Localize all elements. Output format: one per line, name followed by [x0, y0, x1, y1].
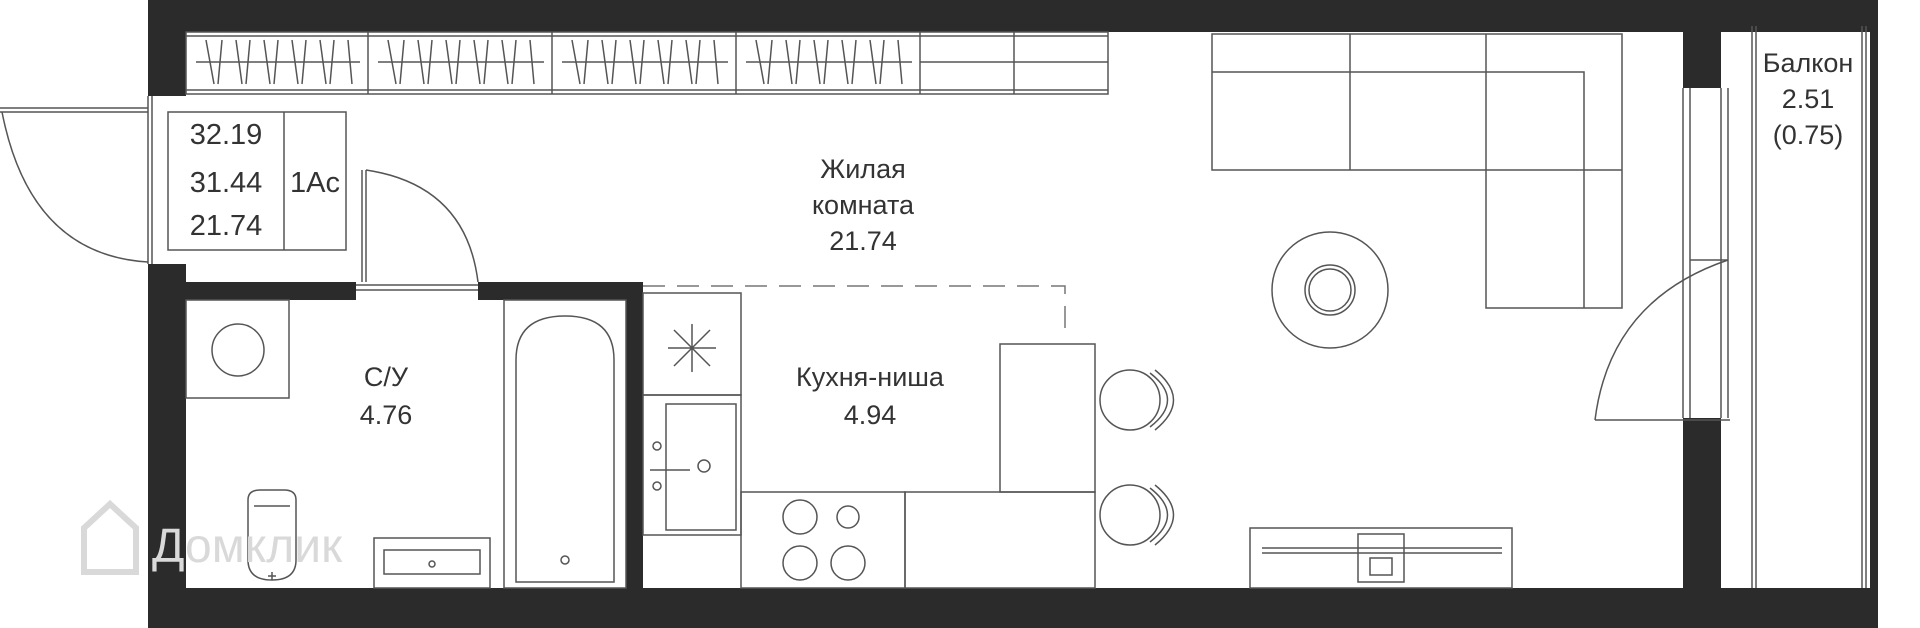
kitchen-sink — [642, 394, 742, 536]
hanger-rail-4 — [746, 39, 912, 85]
bathroom-door — [356, 169, 479, 291]
bathroom-name: С/У — [364, 362, 409, 392]
bar-counter — [999, 343, 1096, 493]
hanger-rail-3 — [562, 39, 728, 85]
house-logo-icon — [81, 499, 139, 575]
wardrobe — [185, 31, 1109, 95]
washing-machine — [185, 299, 290, 399]
stove-burner — [782, 545, 818, 581]
watermark: Домклик — [81, 499, 343, 575]
wall-bath-top-right — [478, 282, 643, 300]
bathroom-sink — [373, 537, 491, 589]
living-area: 21.74 — [190, 210, 263, 242]
wall-right-lower — [1683, 418, 1721, 628]
bathroom-area: 4.76 — [360, 400, 413, 430]
wall-left-lower — [148, 264, 186, 628]
wall-balcony-top — [1721, 0, 1876, 26]
coffee-table — [1271, 231, 1389, 349]
kitchen-zone-outline — [643, 285, 1066, 340]
wall-top — [148, 0, 1876, 32]
wall-balcony-right — [1870, 0, 1878, 628]
living-room-name: Жилая — [820, 154, 905, 184]
wall-bath-top-left — [186, 282, 356, 300]
room-labels: Жилая комната 21.74 С/У 4.76 Кухня-ниша … — [360, 48, 1854, 430]
balcony-door — [1594, 26, 1867, 588]
dining-chairs — [1099, 369, 1175, 546]
area-summary-box: 32.19 31.44 21.74 1Ас — [167, 111, 347, 251]
balcony-name: Балкон — [1763, 48, 1854, 78]
kitchen-name: Кухня-ниша — [796, 362, 945, 392]
stove-burner — [836, 505, 860, 529]
hanger-rail-2 — [378, 39, 544, 85]
balcony-area: 2.51 — [1782, 84, 1835, 114]
walls — [148, 0, 1878, 628]
watermark-text: Домклик — [152, 520, 343, 573]
living-room-area: 21.74 — [829, 226, 897, 256]
wall-bottom — [148, 588, 1876, 628]
living-room-name: комната — [812, 190, 915, 220]
toilet — [247, 489, 297, 581]
total-area: 32.19 — [190, 119, 263, 151]
kitchen-counters — [642, 292, 1096, 589]
wall-right-upper — [1683, 0, 1721, 88]
hanger-rail-1 — [196, 39, 360, 85]
stove-burner — [830, 545, 866, 581]
wall-bath-right — [626, 282, 643, 588]
kitchen-area: 4.94 — [844, 400, 897, 430]
stove-burner — [782, 499, 818, 535]
wall-left-upper — [148, 0, 186, 96]
entrance-door — [0, 96, 153, 264]
bathtub — [503, 299, 627, 589]
balcony-area-coef: (0.75) — [1773, 120, 1844, 150]
tv-cabinet — [1249, 527, 1513, 589]
bathroom-fixtures — [185, 299, 627, 589]
area-without-balcony: 31.44 — [190, 167, 263, 199]
apartment-type: 1Ас — [290, 167, 340, 199]
corner-sofa — [1211, 33, 1623, 309]
